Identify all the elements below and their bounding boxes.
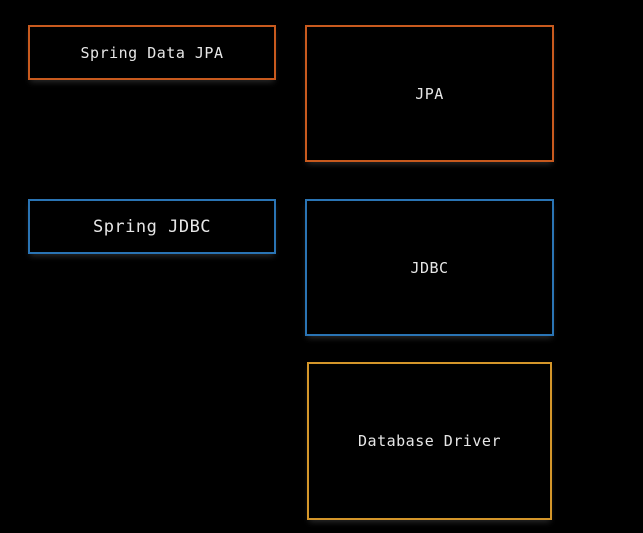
spring-jdbc-label: Spring JDBC — [92, 216, 212, 237]
jdbc-box: JDBC — [305, 199, 554, 336]
database-driver-box: Database Driver — [307, 362, 552, 520]
database-driver-label: Database Driver — [358, 432, 501, 450]
spring-data-jpa-label: Spring Data JPA — [80, 43, 224, 62]
jpa-box: JPA — [305, 25, 554, 162]
jpa-label: JPA — [415, 84, 444, 103]
spring-data-jpa-box: Spring Data JPA — [28, 25, 276, 80]
jdbc-label: JDBC — [410, 258, 449, 277]
spring-jdbc-box: Spring JDBC — [28, 199, 276, 254]
